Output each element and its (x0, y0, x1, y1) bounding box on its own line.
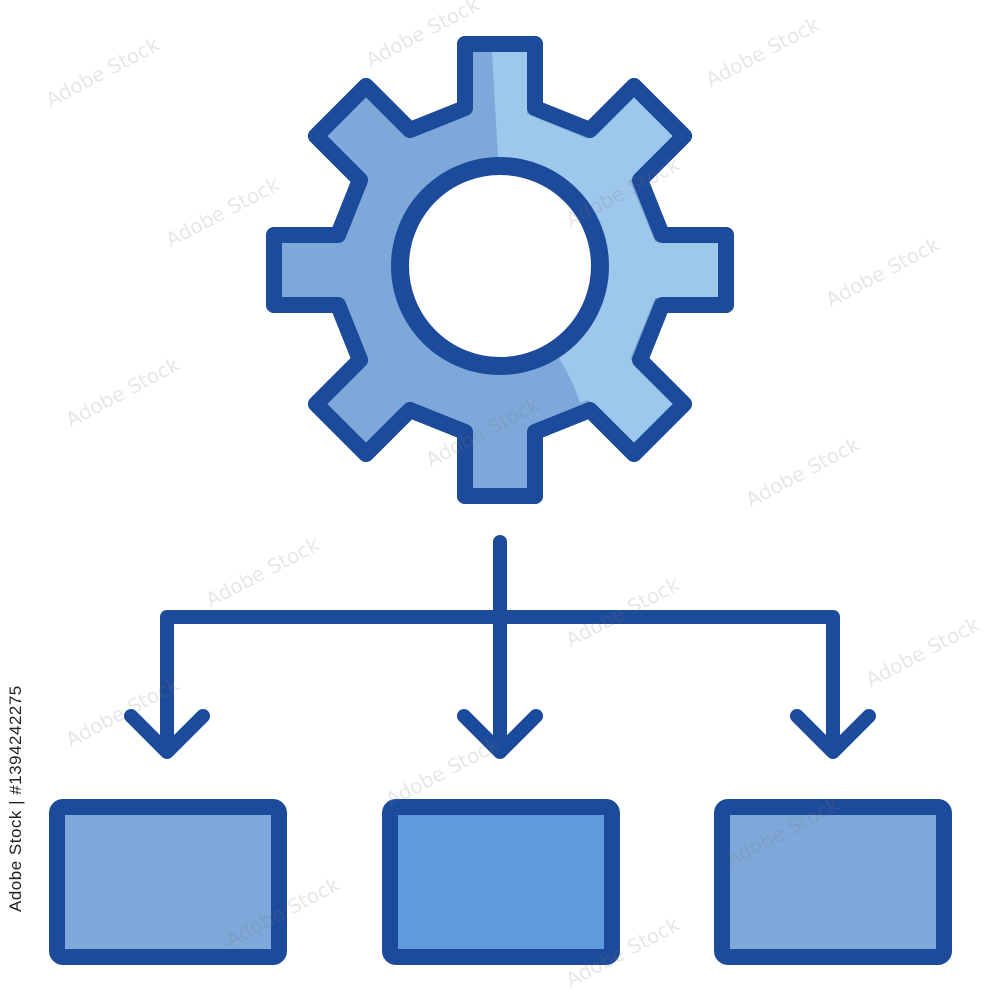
gear-center-hole (391, 157, 609, 375)
child-nodes (49, 799, 952, 965)
rectangle-node-left (49, 799, 287, 965)
rectangle-node-right (714, 799, 952, 965)
branch-line (160, 610, 840, 755)
connector-lines (160, 535, 840, 755)
arrow-down-icon (124, 709, 210, 759)
gear-outline (266, 36, 734, 504)
rectangle-node-middle (382, 799, 620, 965)
arrow-down-icon (790, 709, 876, 759)
gear-icon (266, 36, 734, 504)
arrow-heads (124, 709, 876, 759)
arrow-down-icon (457, 709, 543, 759)
stock-image-id: Adobe Stock | #1394242275 (6, 685, 25, 912)
